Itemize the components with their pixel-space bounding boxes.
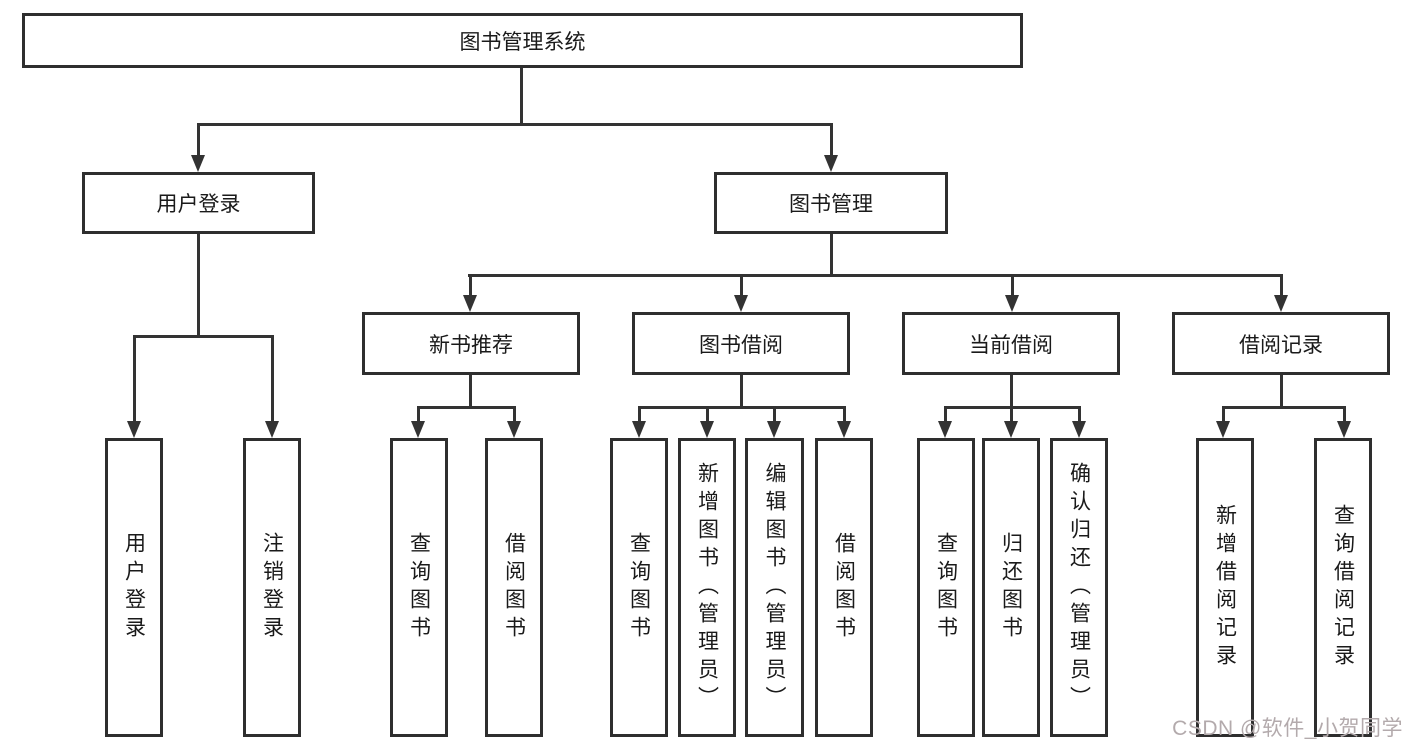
arrowhead-icon	[463, 295, 477, 312]
node-root-library-system: 图书管理系统	[22, 13, 1023, 68]
leaf-borrow-books: 借阅图书	[815, 438, 873, 737]
connector-level1-bus	[197, 123, 833, 126]
arrowhead-icon	[700, 421, 714, 438]
connector-level2-bus	[468, 274, 1283, 277]
arrowhead-icon	[1005, 295, 1019, 312]
connector-line	[830, 123, 833, 157]
connector-line	[1280, 375, 1283, 406]
arrowhead-icon	[411, 421, 425, 438]
leaf-edit-book-admin: 编辑图书（管理员）	[745, 438, 804, 737]
arrowhead-icon	[767, 421, 781, 438]
connector-line	[1343, 406, 1346, 423]
arrowhead-icon	[1004, 421, 1018, 438]
connector-line	[1222, 406, 1225, 423]
arrowhead-icon	[938, 421, 952, 438]
arrowhead-icon	[191, 155, 205, 172]
leaf-query-books-current: 查询图书	[917, 438, 975, 737]
connector-line	[1078, 406, 1081, 423]
connector-line	[843, 406, 846, 423]
connector-line	[740, 375, 743, 406]
connector-line	[271, 335, 274, 423]
connector-line	[197, 234, 200, 335]
connector-line	[740, 274, 743, 297]
arrowhead-icon	[837, 421, 851, 438]
connector-line	[1010, 375, 1013, 406]
connector-bus	[1222, 406, 1345, 409]
leaf-confirm-return-admin: 确认归还（管理员）	[1050, 438, 1108, 737]
node-borrow-records: 借阅记录	[1172, 312, 1390, 375]
connector-line	[1010, 406, 1013, 423]
arrowhead-icon	[1337, 421, 1351, 438]
connector-root-stem	[520, 68, 523, 123]
node-new-book-recommend: 新书推荐	[362, 312, 580, 375]
leaf-add-book-admin: 新增图书（管理员）	[678, 438, 736, 737]
connector-bus	[417, 406, 516, 409]
arrowhead-icon	[1216, 421, 1230, 438]
connector-line	[1280, 274, 1283, 297]
connector-line	[197, 123, 200, 157]
leaf-add-borrow-record: 新增借阅记录	[1196, 438, 1254, 737]
leaf-user-login: 用户登录	[105, 438, 163, 737]
leaf-borrow-books-recommend: 借阅图书	[485, 438, 543, 737]
connector-line	[773, 406, 776, 423]
arrowhead-icon	[507, 421, 521, 438]
csdn-watermark: CSDN @软件_小贺同学	[1172, 717, 1403, 740]
leaf-query-books-borrow: 查询图书	[610, 438, 668, 737]
node-current-borrow: 当前借阅	[902, 312, 1120, 375]
leaf-logout: 注销登录	[243, 438, 301, 737]
leaf-return-book: 归还图书	[982, 438, 1040, 737]
node-user-login: 用户登录	[82, 172, 315, 234]
arrowhead-icon	[265, 421, 279, 438]
arrowhead-icon	[127, 421, 141, 438]
arrowhead-icon	[734, 295, 748, 312]
connector-line	[417, 406, 420, 423]
connector-line	[469, 274, 472, 297]
leaf-query-books-recommend: 查询图书	[390, 438, 448, 737]
connector-line	[944, 406, 947, 423]
connector-line	[1011, 274, 1014, 297]
leaf-query-borrow-record: 查询借阅记录	[1314, 438, 1372, 737]
node-book-borrow: 图书借阅	[632, 312, 850, 375]
connector-line	[706, 406, 709, 423]
arrowhead-icon	[1072, 421, 1086, 438]
connector-bus	[638, 406, 846, 409]
connector-bus	[133, 335, 274, 338]
arrowhead-icon	[1274, 295, 1288, 312]
connector-line	[638, 406, 641, 423]
connector-line	[133, 335, 136, 423]
node-book-management: 图书管理	[714, 172, 948, 234]
connector-line	[513, 406, 516, 423]
connector-line	[830, 234, 833, 277]
arrowhead-icon	[824, 155, 838, 172]
connector-line	[469, 375, 472, 406]
arrowhead-icon	[632, 421, 646, 438]
